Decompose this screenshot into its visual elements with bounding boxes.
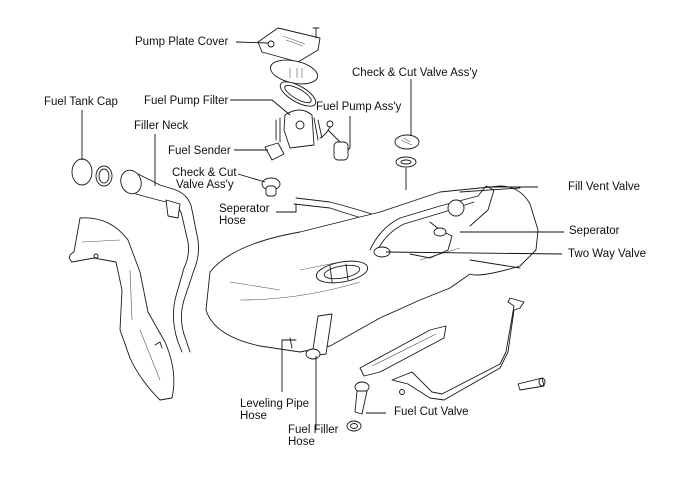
fuel-cut-valve-part (346, 381, 370, 432)
strap-bushing-part (517, 377, 546, 391)
label-fuel-pump-assy: Fuel Pump Ass'y (316, 101, 402, 113)
pump-plate-cover-part (257, 27, 321, 63)
label-check-cut-valve-small-line2: Valve Ass'y (176, 179, 234, 191)
fuel-pump-filter-part (275, 109, 323, 149)
label-fuel-pump-filter: Fuel Pump Filter (144, 95, 229, 107)
pump-opening-part (315, 260, 369, 284)
label-filler-neck: Filler Neck (134, 120, 189, 132)
label-check-cut-valve-top: Check & Cut Valve Ass'y (352, 67, 478, 79)
label-fuel-sender: Fuel Sender (168, 145, 231, 157)
pump-gasket-part (269, 59, 319, 107)
label-fill-vent-valve: Fill Vent Valve (568, 181, 641, 193)
check-cut-valve-small-part (261, 177, 281, 197)
fuel-pump-assy-part (319, 120, 349, 161)
check-cut-valve-top-part (394, 134, 420, 168)
label-fuel-filler-hose-line1: Fuel Filler (288, 424, 339, 436)
label-check-cut-valve-small-line1: Check & Cut (172, 167, 237, 179)
lower-heat-shield-part (359, 325, 447, 377)
tank-strap-part (391, 297, 525, 401)
label-leveling-pipe-hose-line2: Hose (240, 410, 267, 422)
label-leveling-pipe-hose-line1: Leveling Pipe (240, 398, 310, 410)
label-seperator-hose-line1: Seperator (219, 203, 270, 215)
label-pump-plate-cover: Pump Plate Cover (135, 36, 229, 48)
label-two-way-valve: Two Way Valve (568, 248, 646, 260)
fuel-tank-cap-part (71, 158, 113, 187)
leader-lines (81, 41, 564, 430)
filler-neck-part (120, 169, 199, 353)
label-fuel-tank-cap: Fuel Tank Cap (44, 96, 118, 108)
label-fuel-cut-valve: Fuel Cut Valve (394, 406, 469, 418)
label-seperator-hose-line2: Hose (219, 215, 246, 227)
label-seperator: Seperator (569, 225, 620, 237)
fuel-filler-hose-part (283, 313, 333, 360)
fuel-tank-body (205, 185, 539, 353)
fuel-sender-part (264, 142, 285, 161)
label-fuel-filler-hose-line2: Hose (288, 436, 315, 448)
filler-pipe-protector-part (69, 217, 175, 401)
